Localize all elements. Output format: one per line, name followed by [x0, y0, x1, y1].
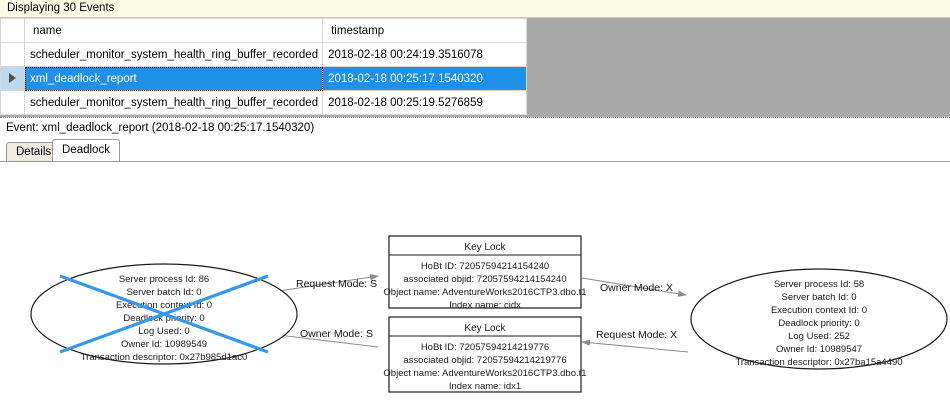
keylock-top-line-1: associated objid: 72057594214154240 — [403, 274, 566, 285]
keylock-top-line-3: Index name: cidx — [449, 300, 521, 311]
event-title: Event: xml_deadlock_report (2018-02-18 0… — [6, 122, 315, 134]
edge-top-right-label: Owner Mode: X — [600, 282, 673, 294]
row-selector-arrow-icon — [9, 73, 16, 84]
tab-deadlock-label: Deadlock — [62, 144, 110, 156]
deadlock-graph-pane[interactable]: Request Mode: S Owner Mode: X Owner Mode… — [0, 161, 950, 400]
cell-timestamp[interactable]: 2018-02-18 00:25:19.5276859 — [322, 90, 528, 115]
tab-details-label: Details — [16, 146, 52, 158]
cell-timestamp[interactable]: 2018-02-18 00:24:19.3516078 — [322, 42, 528, 67]
process-node-left[interactable]: Server process Id: 86 Server batch Id: 0… — [30, 263, 298, 365]
process-right-line-5: Owner Id: 10989547 — [776, 344, 862, 355]
events-grid[interactable]: name timestamp scheduler_monitor_system_… — [0, 18, 950, 117]
keylock-top-box — [388, 235, 582, 309]
process-right-line-1: Server batch Id: 0 — [782, 292, 857, 303]
events-table: name timestamp scheduler_monitor_system_… — [0, 18, 528, 115]
process-node-right[interactable]: Server process Id: 58 Server batch Id: 0… — [690, 268, 948, 370]
row-selector-cell[interactable] — [0, 66, 25, 91]
resource-node-keylock-bottom[interactable]: Key Lock HoBt ID: 72057594214219776 asso… — [383, 316, 587, 393]
edge-top-left-label: Request Mode: S — [296, 278, 377, 290]
process-left-line-1: Server batch Id: 0 — [127, 287, 202, 298]
cell-timestamp[interactable]: 2018-02-18 00:25:17.1540320 — [322, 66, 528, 91]
keylock-bottom-line-0: HoBt ID: 72057594214219776 — [421, 342, 549, 353]
keylock-top-line-2: Object name: AdventureWorks2016CTP3.dbo.… — [383, 287, 586, 298]
process-right-ellipse — [690, 268, 948, 370]
row-selector-cell[interactable] — [0, 42, 25, 67]
process-right-line-6: Transaction descriptor: 0x27ba15a4490 — [735, 357, 902, 368]
cell-name[interactable]: scheduler_monitor_system_health_ring_buf… — [23, 90, 324, 115]
header-gutter — [0, 18, 25, 43]
edge-bottom-right: Request Mode: X — [581, 329, 689, 353]
column-header-name[interactable]: name — [23, 18, 324, 43]
keylock-top-title: Key Lock — [464, 242, 506, 253]
edge-top-left: Request Mode: S — [271, 274, 379, 293]
cell-name[interactable]: xml_deadlock_report — [23, 66, 324, 91]
process-left-line-5: Owner Id: 10989549 — [121, 339, 207, 350]
deadlock-victim-cross-icon — [59, 274, 269, 354]
edge-top-right: Owner Mode: X — [581, 277, 687, 297]
displaying-events-banner: Displaying 30 Events — [0, 0, 950, 18]
table-row[interactable]: scheduler_monitor_system_health_ring_buf… — [0, 90, 528, 115]
edge-bottom-left-label: Owner Mode: S — [300, 328, 373, 340]
process-left-line-3: Deadlock priority: 0 — [123, 313, 204, 324]
process-right-line-3: Deadlock priority: 0 — [778, 318, 859, 329]
column-header-timestamp[interactable]: timestamp — [322, 18, 528, 43]
keylock-bottom-title: Key Lock — [464, 323, 506, 334]
process-right-line-2: Execution context Id: 0 — [771, 305, 867, 316]
process-right-line-4: Log Used: 252 — [788, 331, 850, 342]
process-left-line-2: Execution context Id: 0 — [116, 300, 212, 311]
edge-bottom-right-label: Request Mode: X — [596, 329, 677, 341]
table-row-selected[interactable]: xml_deadlock_report 2018-02-18 00:25:17.… — [0, 66, 528, 91]
keylock-bottom-line-1: associated objid: 72057594214219776 — [403, 355, 566, 366]
table-row[interactable]: scheduler_monitor_system_health_ring_buf… — [0, 42, 528, 67]
cell-name[interactable]: scheduler_monitor_system_health_ring_buf… — [23, 42, 324, 67]
keylock-bottom-box — [388, 316, 582, 393]
keylock-bottom-line-2: Object name: AdventureWorks2016CTP3.dbo.… — [383, 368, 586, 379]
resource-node-keylock-top[interactable]: Key Lock HoBt ID: 72057594214154240 asso… — [383, 235, 587, 311]
displaying-events-label: Displaying 30 Events — [7, 2, 115, 14]
row-selector-cell[interactable] — [0, 90, 25, 115]
edge-bottom-left: Owner Mode: S — [269, 328, 379, 348]
keylock-bottom-line-3: Index name: idx1 — [449, 381, 521, 392]
process-left-line-4: Log Used: 0 — [138, 326, 189, 337]
event-header-strip: Event: xml_deadlock_report (2018-02-18 0… — [0, 117, 950, 139]
process-left-line-6: Transaction descriptor: 0x27b985d1ac0 — [81, 352, 248, 363]
keylock-top-line-0: HoBt ID: 72057594214154240 — [421, 261, 549, 272]
process-right-line-0: Server process Id: 58 — [774, 279, 864, 290]
process-left-line-0: Server process Id: 86 — [119, 274, 209, 285]
table-header-row: name timestamp — [0, 18, 528, 43]
tabstrip: Details Deadlock — [0, 139, 950, 161]
tab-deadlock[interactable]: Deadlock — [52, 139, 120, 161]
